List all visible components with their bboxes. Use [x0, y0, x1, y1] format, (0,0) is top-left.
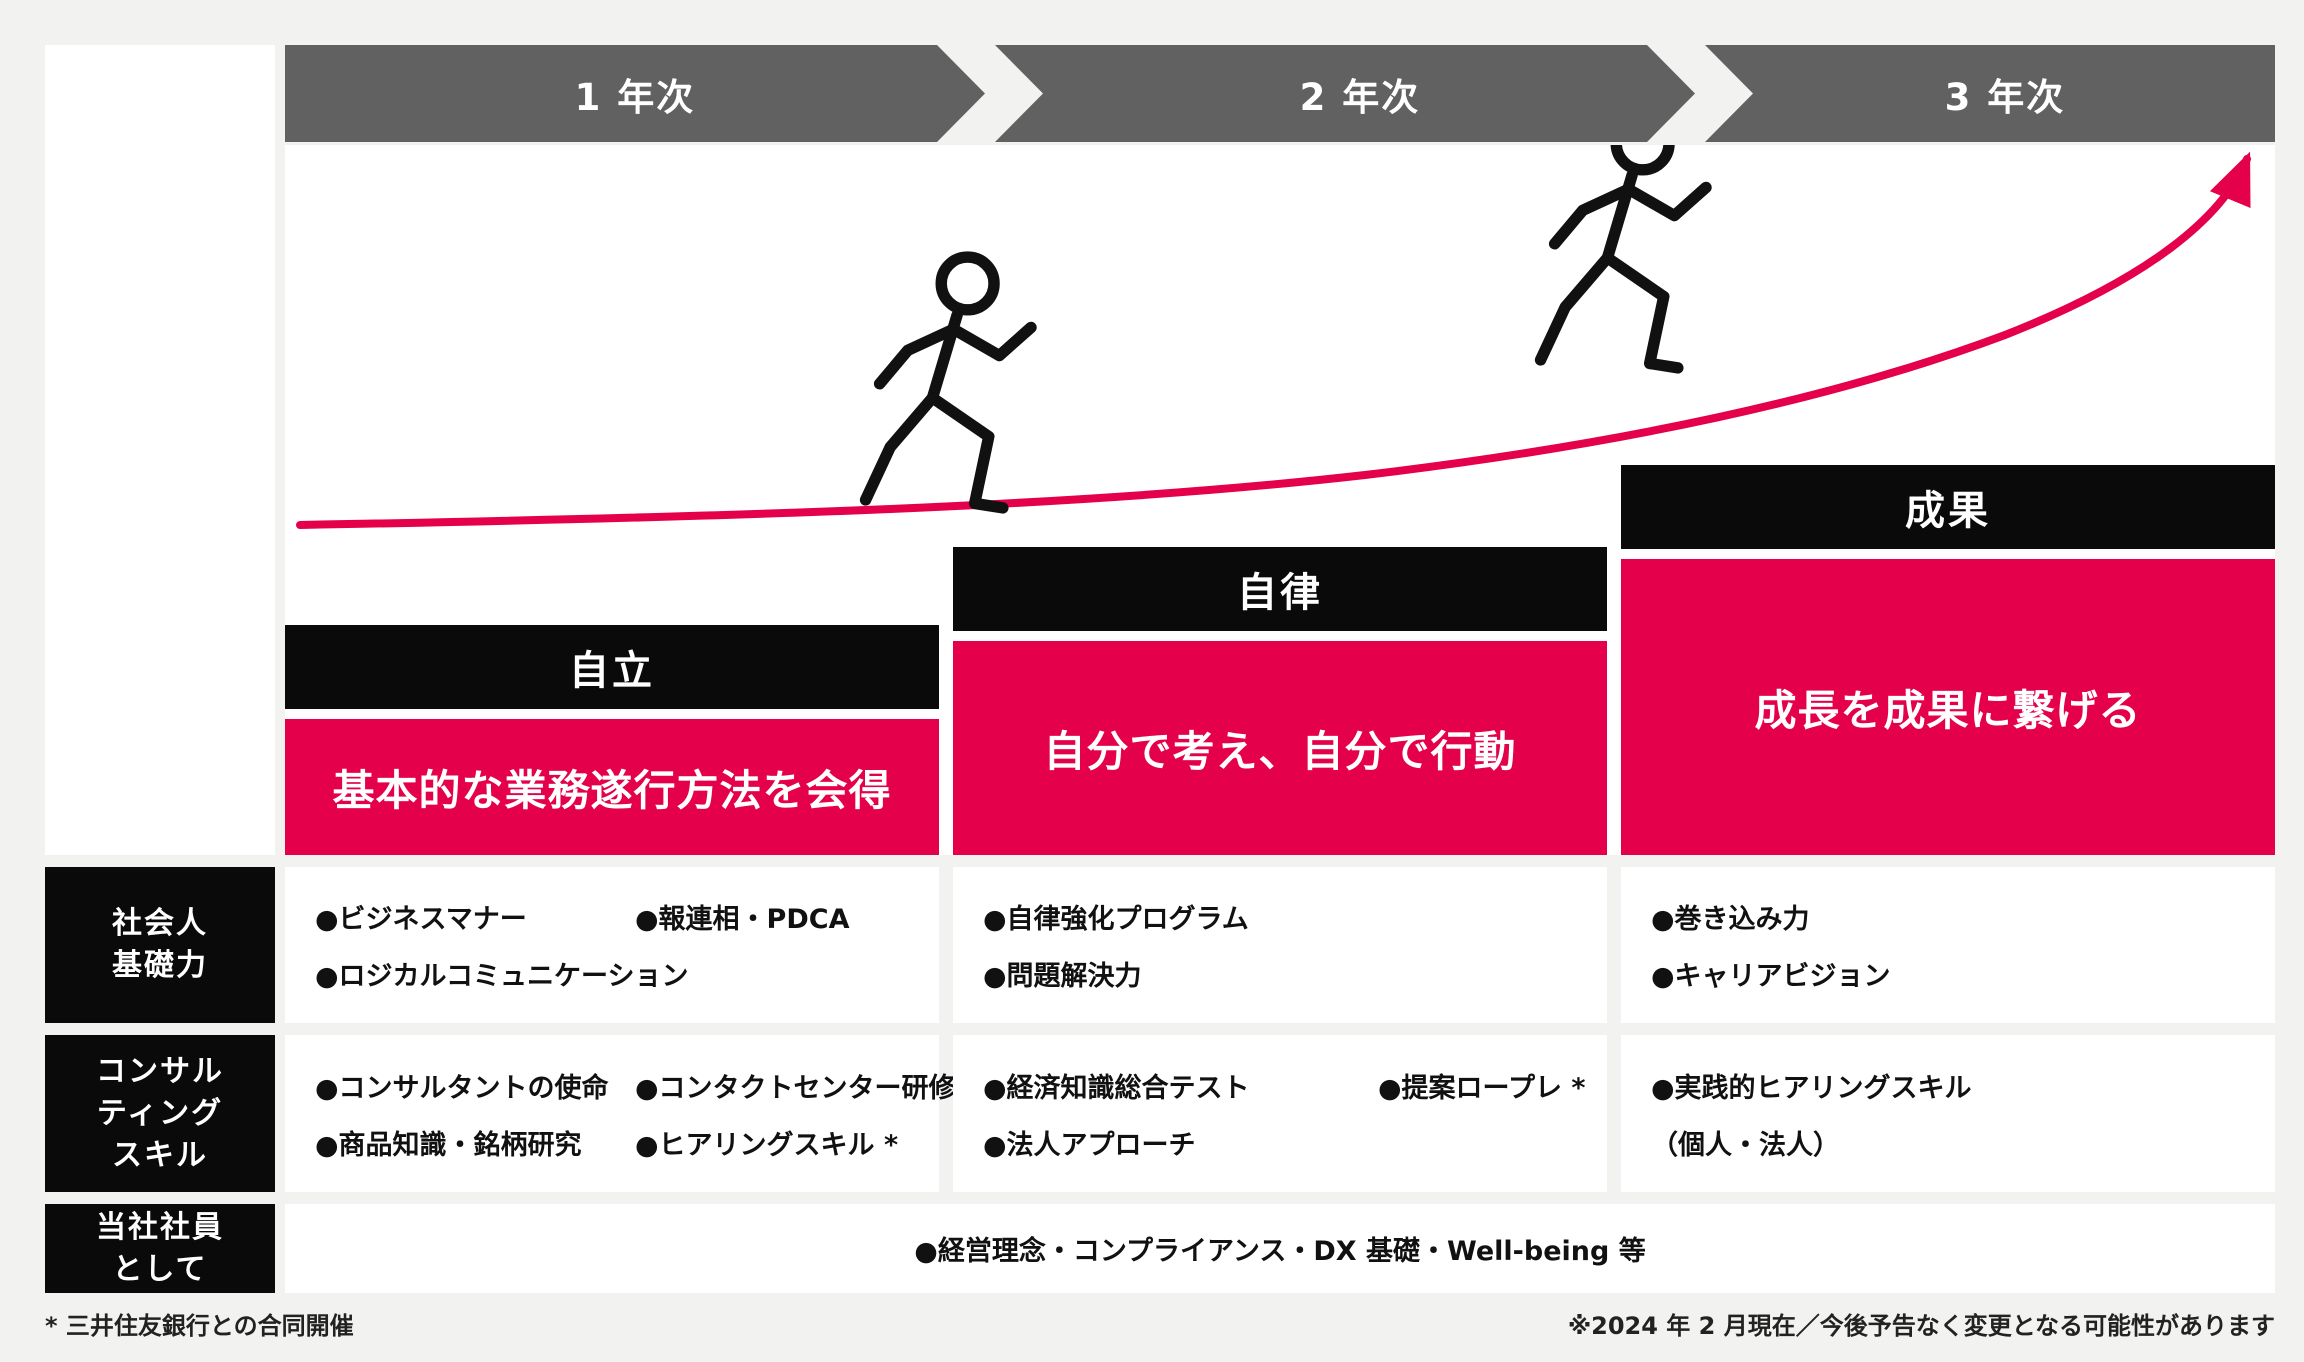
- row-label-as-employee: 当社社員 として: [45, 1204, 275, 1293]
- consulting-year2-cell: ●経済知識総合テスト ●提案ロープレ * ●法人アプローチ: [953, 1035, 1607, 1192]
- stage-title-year2: 自律: [953, 547, 1607, 631]
- row-label-line: 当社社員: [96, 1209, 224, 1245]
- year-header-1: 1 年次: [285, 45, 985, 142]
- row-label-consulting-skills: コンサル ティング スキル: [45, 1035, 275, 1192]
- stage-desc-year1: 基本的な業務遂行方法を会得: [285, 719, 939, 855]
- row-label-line: スキル: [112, 1137, 208, 1173]
- skill-item: ●ビジネスマナー: [315, 904, 527, 935]
- runner-icon: [1541, 145, 1706, 368]
- consulting-year3-cell: ●実践的ヒアリングスキル （個人・法人）: [1621, 1035, 2275, 1192]
- row-label-line: 社会人: [112, 906, 208, 941]
- basic-skills-year2-cell: ●自律強化プログラム ●問題解決力: [953, 867, 1607, 1023]
- stage-desc-text: 自分で考え、自分で行動: [1043, 726, 1517, 776]
- left-top-panel: [45, 45, 275, 855]
- skill-list: ●コンサルタントの使命 ●コンタクトセンター研修 ●商品知識・銘柄研究 ●ヒアリ…: [315, 1066, 956, 1162]
- skill-item: （個人・法人）: [1651, 1129, 1840, 1161]
- skill-list: ●自律強化プログラム ●問題解決力: [983, 897, 1607, 993]
- year-header-3: 3 年次: [1705, 45, 2275, 142]
- footnote-right: ※2024 年 2 月現在／今後予告なく変更となる可能性があります: [1567, 1312, 2275, 1340]
- consulting-year1-cell: ●コンサルタントの使命 ●コンタクトセンター研修 ●商品知識・銘柄研究 ●ヒアリ…: [285, 1035, 956, 1192]
- stage-title-text: 自律: [1237, 570, 1323, 616]
- employee-common-cell: ●経営理念・コンプライアンス・DX 基礎・Well-being 等: [285, 1204, 2275, 1293]
- skill-item: ●法人アプローチ: [983, 1129, 1196, 1161]
- stage-desc-year3: 成長を成果に繋げる: [1621, 559, 2275, 855]
- row-label-line: コンサル: [96, 1053, 224, 1089]
- skill-item: ●巻き込み力: [1651, 904, 1810, 935]
- skill-item: ●実践的ヒアリングスキル: [1651, 1072, 1972, 1104]
- skill-list: ●ビジネスマナー ●報連相・PDCA ●ロジカルコミュニケーション: [315, 897, 939, 993]
- skill-item: ●ヒアリングスキル *: [635, 1129, 899, 1161]
- growth-diagram-svg: [296, 145, 2251, 529]
- skill-item: ●コンタクトセンター研修: [635, 1072, 956, 1104]
- basic-skills-year3-cell: ●巻き込み力 ●キャリアビジョン: [1621, 867, 2275, 1023]
- year-label-2: 2 年次: [1299, 75, 1421, 119]
- skill-list: ●経済知識総合テスト ●提案ロープレ * ●法人アプローチ: [983, 1066, 1607, 1162]
- runner-icon: [866, 257, 1031, 508]
- stage-desc-text: 基本的な業務遂行方法を会得: [332, 765, 892, 815]
- stage-desc-text: 成長を成果に繋げる: [1754, 685, 2142, 735]
- row-label-line: として: [112, 1251, 208, 1287]
- row-label-line: ティング: [96, 1095, 224, 1131]
- skill-item: ●キャリアビジョン: [1651, 961, 1891, 992]
- basic-skills-year1-cell: ●ビジネスマナー ●報連相・PDCA ●ロジカルコミュニケーション: [285, 867, 939, 1023]
- skill-item: ●自律強化プログラム: [983, 904, 1249, 935]
- growth-arrow-icon: [296, 151, 2251, 529]
- skill-item: ●経済知識総合テスト: [983, 1072, 1250, 1104]
- skill-item: ●コンサルタントの使命: [315, 1072, 609, 1104]
- stage-desc-year2: 自分で考え、自分で行動: [953, 641, 1607, 855]
- year-header-2: 2 年次: [995, 45, 1695, 142]
- stage-title-year1: 自立: [285, 625, 939, 709]
- year-label-3: 3 年次: [1944, 75, 2066, 119]
- skill-item: ●経営理念・コンプライアンス・DX 基礎・Well-being 等: [914, 1236, 1646, 1267]
- skill-item: ●商品知識・銘柄研究: [315, 1129, 582, 1161]
- skill-item: ●報連相・PDCA: [635, 904, 850, 935]
- skill-item: ●ロジカルコミュニケーション: [315, 961, 689, 992]
- stage-title-text: 成果: [1905, 488, 1991, 534]
- skill-list: ●巻き込み力 ●キャリアビジョン: [1651, 897, 2275, 993]
- year-label-1: 1 年次: [574, 75, 696, 119]
- skill-list: ●実践的ヒアリングスキル （個人・法人）: [1651, 1066, 2275, 1162]
- skill-item: ●問題解決力: [983, 961, 1142, 992]
- row-label-basic-skills: 社会人 基礎力: [45, 867, 275, 1023]
- row-label-line: 基礎力: [112, 948, 208, 983]
- footnote-left: * 三井住友銀行との合同開催: [45, 1312, 354, 1340]
- stage-title-text: 自立: [569, 648, 655, 694]
- stage-title-year3: 成果: [1621, 465, 2275, 549]
- skill-item: ●提案ロープレ *: [1378, 1072, 1586, 1104]
